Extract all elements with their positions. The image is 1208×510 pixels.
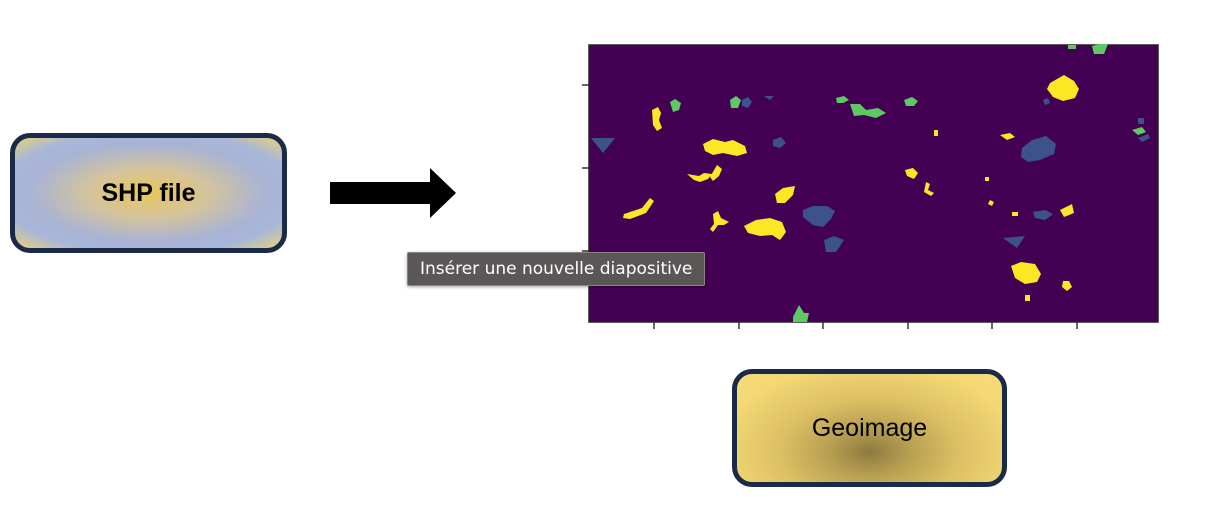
patch [1000,133,1015,140]
flow-arrow [330,168,456,218]
patch [775,186,795,203]
geoimage-raster-plot [582,44,1159,329]
shp-file-node: SHP file [10,133,287,253]
patch [904,97,918,106]
green-class-patches [670,44,1146,322]
patch [1003,236,1025,248]
patch [591,138,615,153]
patch [1047,75,1079,101]
patch [1025,295,1030,301]
patch [652,107,662,131]
patch [1138,134,1150,142]
blue-class-patches [591,96,1150,252]
yellow-class-patches [623,75,1079,301]
patch [1060,204,1074,217]
patch [934,130,938,136]
patch [793,305,809,322]
patch [730,96,741,108]
patch [1021,136,1056,162]
patch [670,99,681,112]
patch [1138,118,1144,124]
insert-slide-tooltip: Insérer une nouvelle diapositive [407,252,706,286]
patch [1132,127,1146,135]
patch [742,96,774,108]
shp-file-label: SHP file [101,178,196,207]
patch [687,165,722,182]
patch [710,211,729,232]
patch [1062,281,1072,291]
patch [703,139,747,156]
patch [773,137,786,148]
patch [1033,210,1053,220]
patch [1068,44,1108,54]
patch [824,236,844,252]
arrow-shape [330,168,456,218]
patch [623,198,654,219]
patch [905,168,918,179]
patch [1011,262,1041,284]
patch [985,177,989,181]
geoimage-node: Geoimage [732,369,1007,487]
geoimage-label: Geoimage [811,413,928,442]
patch [850,104,886,118]
patch [803,206,835,227]
patch [744,218,786,240]
patch [1043,98,1050,105]
patch [836,96,849,103]
patch [988,200,1018,216]
patch [924,182,934,196]
